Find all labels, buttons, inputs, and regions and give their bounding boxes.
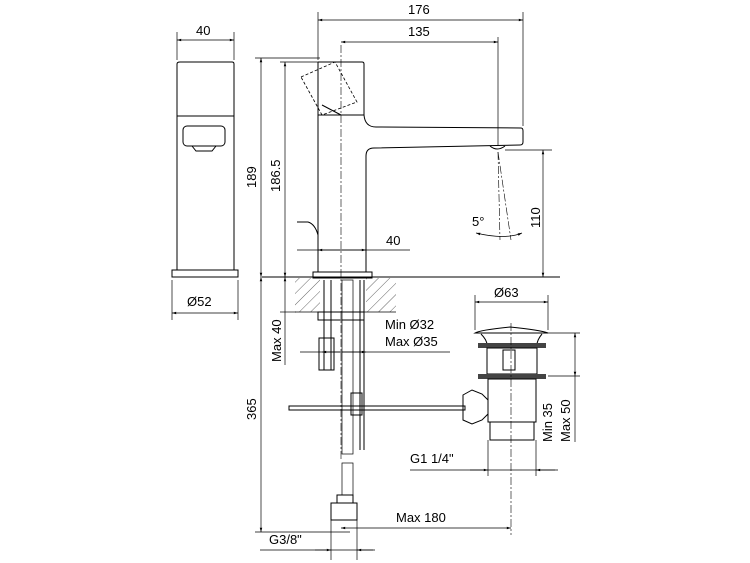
dim-spray-angle: 5° [472,214,484,229]
supply-hoses [288,279,466,521]
dimensions: 176 135 189 186.5 110 5° 40 Min Ø32 Max … [244,2,580,560]
dim-hose-length: 365 [244,398,259,420]
dim-spout-height: 110 [528,207,543,228]
dim-waste-min: Min 35 [540,403,555,442]
dim-base-diameter: Ø52 [187,294,212,309]
dim-total-reach: 176 [408,2,430,17]
front-view-faucet [262,45,560,460]
dim-max-thickness: Max 40 [269,319,284,362]
dim-body-width: 40 [386,233,400,248]
dim-spout-reach: 135 [408,24,430,39]
dim-hole-max: Max Ø35 [385,334,438,349]
dim-total-height: 189 [244,166,259,188]
dim-hose-thread: G3/8" [269,532,302,547]
pop-up-waste [462,323,549,535]
side-view: 40 Ø52 [171,23,239,320]
dim-side-width: 40 [196,23,210,38]
dim-hole-min: Min Ø32 [385,317,434,332]
dim-waste-thread: G1 1/4" [410,451,454,466]
dim-waste-max: Max 50 [558,399,573,442]
dim-waste-diameter: Ø63 [494,285,519,300]
dim-handle-height: 186.5 [268,159,283,192]
dim-max-offset: Max 180 [396,510,446,525]
